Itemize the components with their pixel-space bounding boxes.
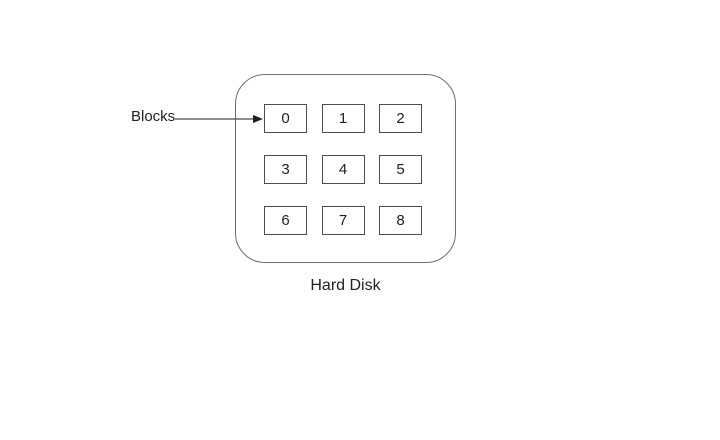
block-cell-2: 2 (379, 104, 422, 133)
arrow-head-icon (253, 115, 263, 123)
hard-disk-outline: 0 1 2 3 4 5 6 7 8 (235, 74, 456, 263)
block-cell-5: 5 (379, 155, 422, 184)
block-cell-8: 8 (379, 206, 422, 235)
block-cell-1: 1 (321, 104, 365, 133)
blocks-grid: 0 1 2 3 4 5 6 7 8 (264, 104, 422, 235)
block-cell-7: 7 (321, 206, 365, 235)
block-cell-6: 6 (264, 206, 307, 235)
hard-disk-caption: Hard Disk (310, 277, 381, 294)
block-cell-3: 3 (264, 155, 307, 184)
block-cell-0: 0 (264, 104, 307, 133)
blocks-arrow-icon (175, 115, 263, 123)
block-cell-4: 4 (321, 155, 365, 184)
blocks-label: Blocks (131, 108, 176, 125)
